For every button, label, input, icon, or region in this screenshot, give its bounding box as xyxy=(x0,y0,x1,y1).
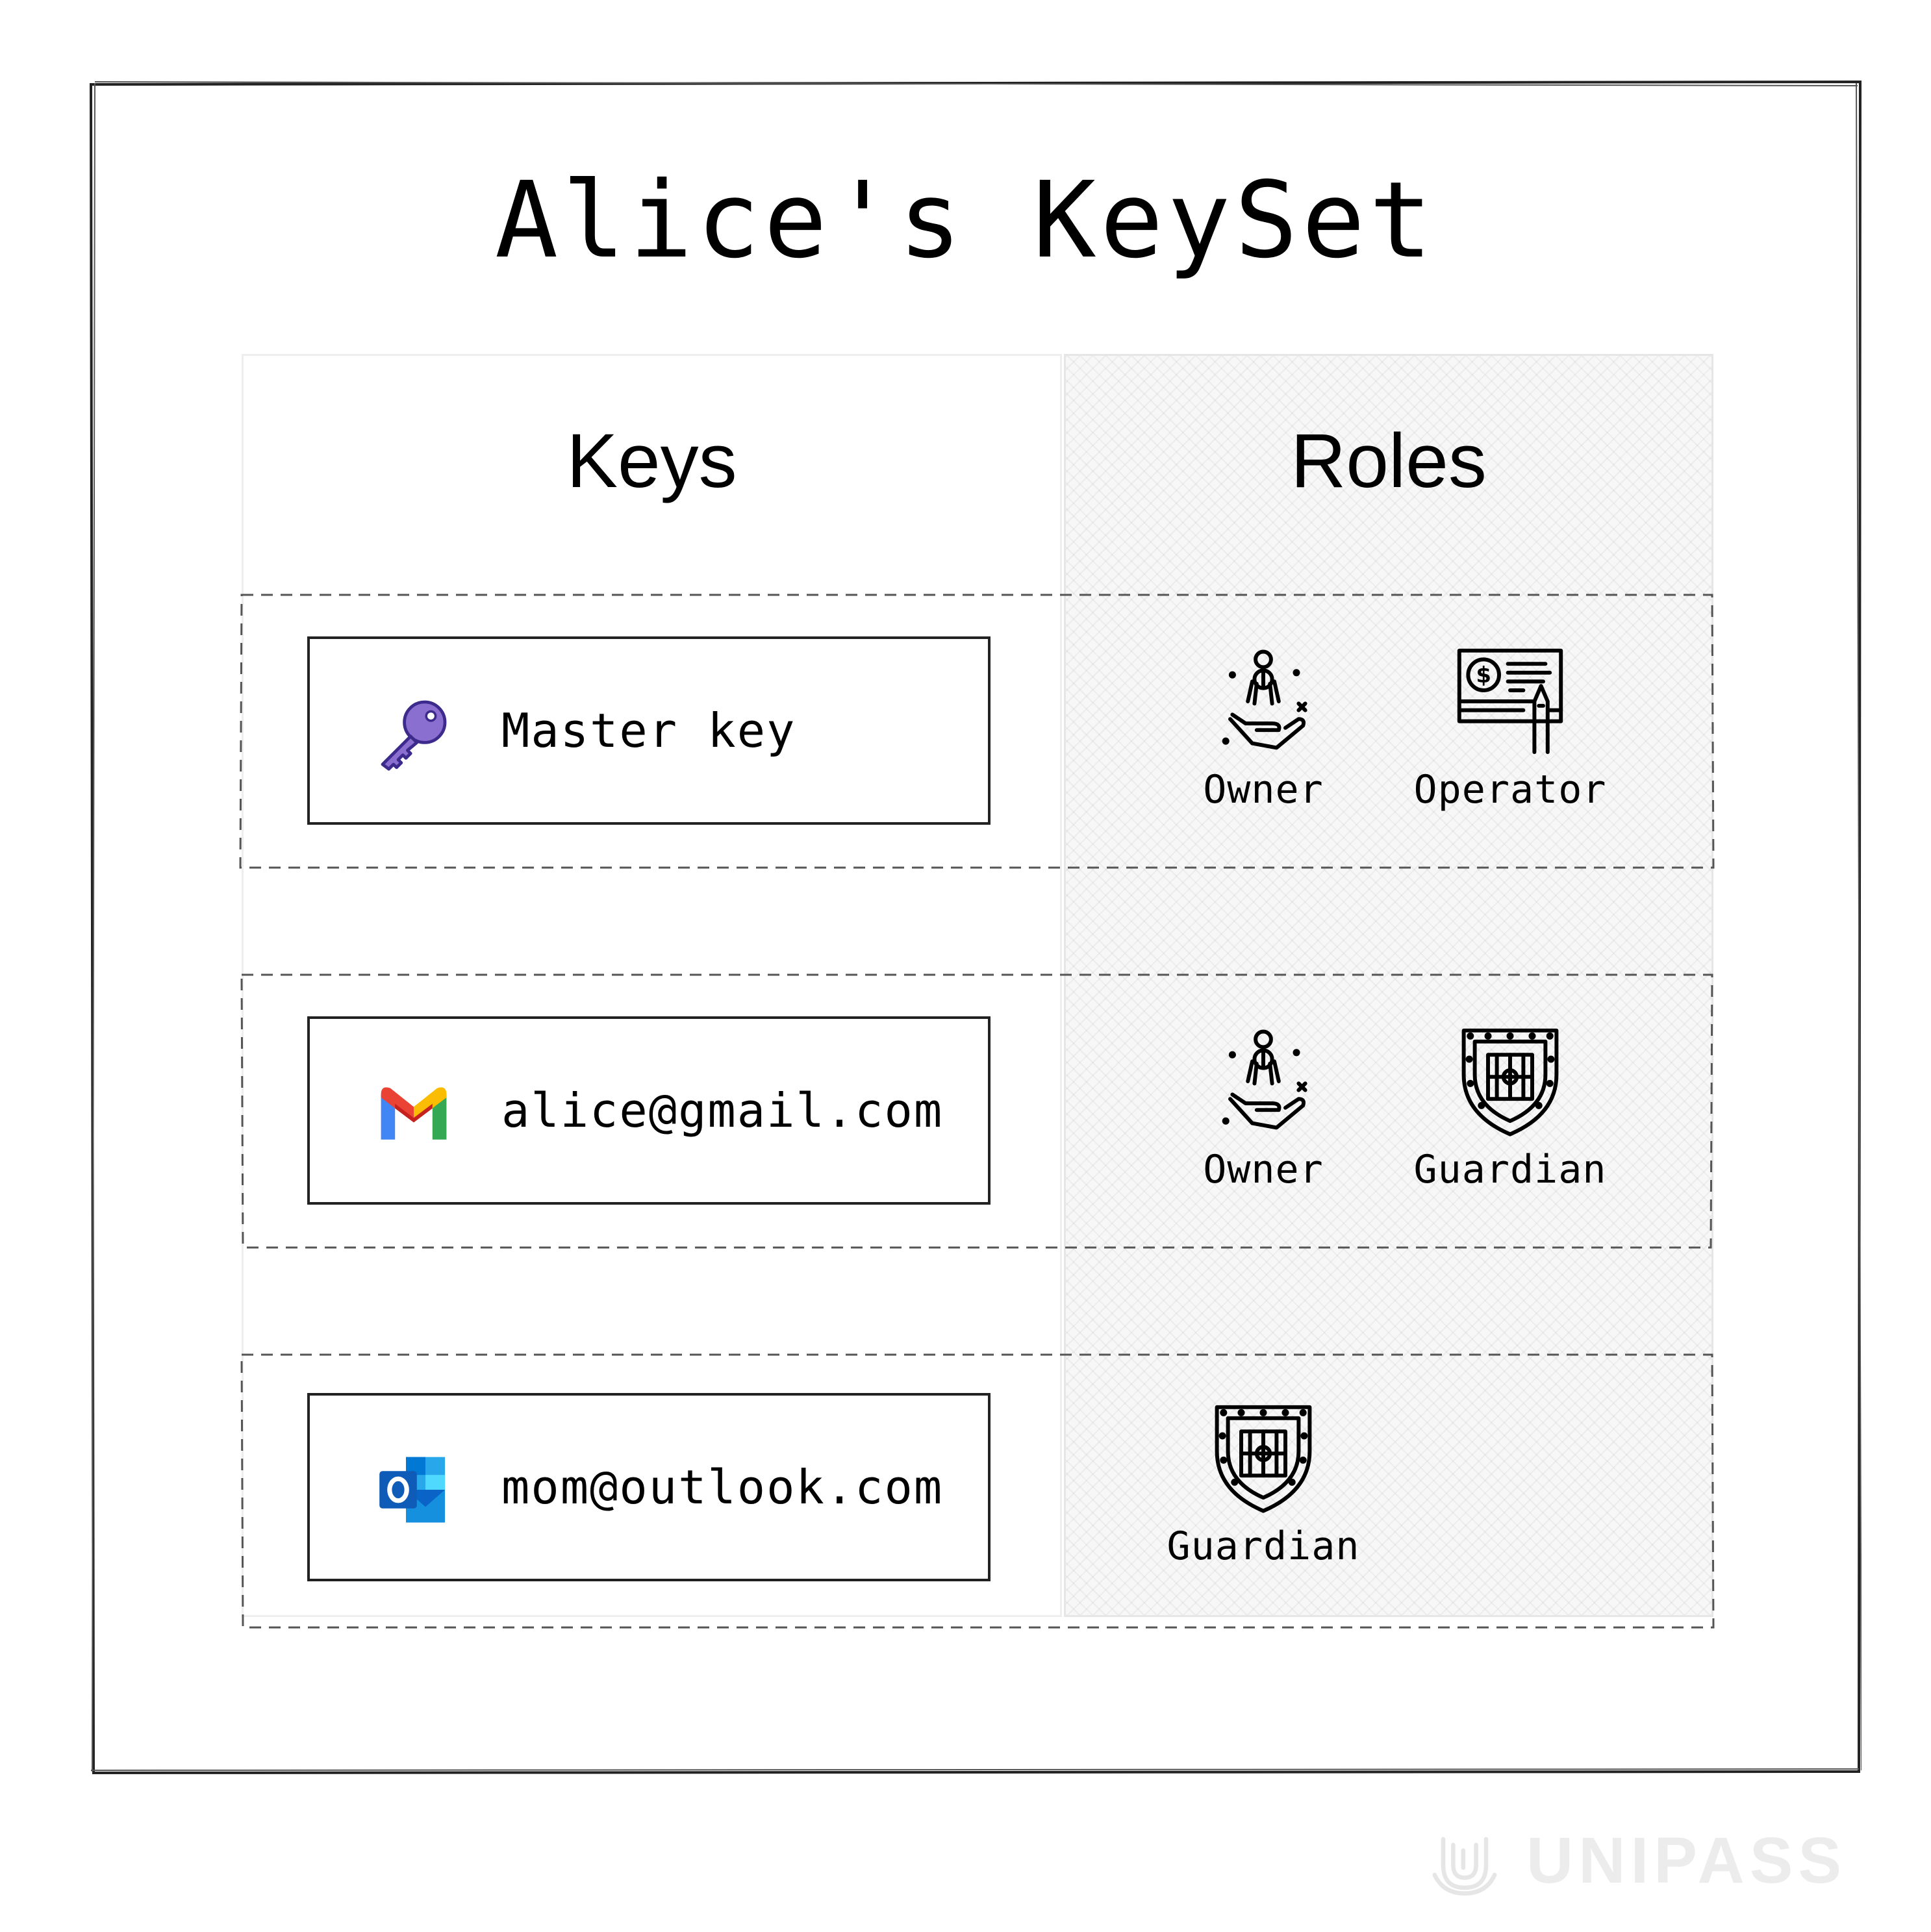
keys-column-header: Keys xyxy=(566,418,737,504)
role-operator: $ Operator xyxy=(1393,646,1627,814)
role-label: Guardian xyxy=(1413,1147,1607,1192)
role-label: Guardian xyxy=(1167,1524,1360,1569)
key-card-master-key: Master key xyxy=(307,636,991,825)
key-card-gmail: alice@gmail.com xyxy=(307,1016,991,1205)
key-label: mom@outlook.com xyxy=(501,1460,944,1514)
key-icon xyxy=(375,694,453,772)
owner-hand-keys-icon xyxy=(1208,646,1319,757)
guardian-shield-icon xyxy=(1455,1026,1565,1136)
unipass-logo-icon xyxy=(1429,1825,1500,1896)
role-owner: Owner xyxy=(1146,1026,1380,1194)
role-label: Owner xyxy=(1203,1147,1324,1192)
role-owner: Owner xyxy=(1146,646,1380,814)
gmail-icon xyxy=(375,1074,453,1152)
key-label: Master key xyxy=(501,703,796,758)
key-label: alice@gmail.com xyxy=(501,1083,944,1138)
diagram-title: Alice's KeySet xyxy=(494,160,1437,282)
owner-hand-keys-icon xyxy=(1208,1026,1319,1136)
operator-cheque-pen-icon: $ xyxy=(1455,646,1565,757)
outlook-icon xyxy=(375,1451,453,1529)
role-label: Owner xyxy=(1203,767,1324,812)
key-card-outlook: mom@outlook.com xyxy=(307,1393,991,1581)
role-guardian: Guardian xyxy=(1393,1026,1627,1194)
brand-name: UNIPASS xyxy=(1526,1824,1847,1897)
role-label: Operator xyxy=(1413,767,1607,812)
svg-text:$: $ xyxy=(1476,662,1491,688)
unipass-watermark: UNIPASS xyxy=(1429,1824,1847,1897)
roles-column-header: Roles xyxy=(1291,418,1487,504)
role-guardian: Guardian xyxy=(1146,1403,1380,1570)
guardian-shield-icon xyxy=(1208,1403,1319,1513)
